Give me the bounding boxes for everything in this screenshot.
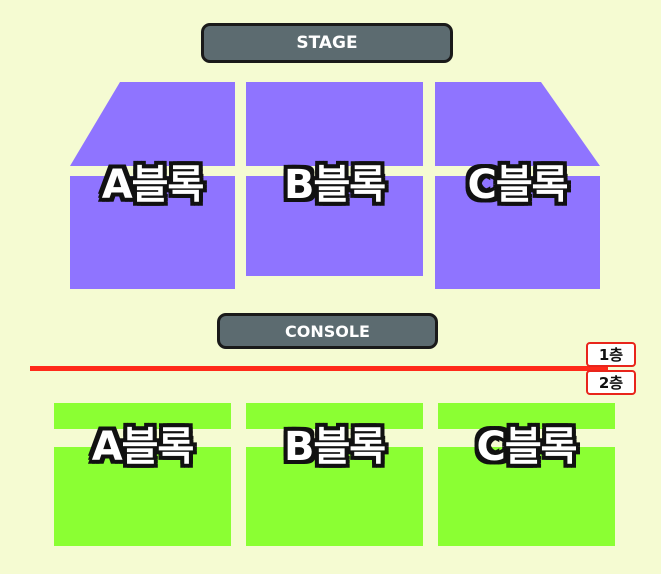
- floor2-block-c-shape: [438, 403, 615, 546]
- floor2-block-a[interactable]: A블록: [54, 403, 231, 546]
- floor-1-badge[interactable]: 1층: [586, 342, 636, 367]
- console-label: CONSOLE: [217, 313, 438, 349]
- floor1-block-b[interactable]: B블록: [246, 82, 423, 276]
- floor1-block-a[interactable]: A블록: [70, 82, 235, 289]
- floor2-block-c[interactable]: C블록: [438, 403, 615, 546]
- floor1-block-c[interactable]: C블록: [435, 82, 600, 289]
- floor2-block-b-shape: [246, 403, 423, 546]
- floor-2-badge[interactable]: 2층: [586, 370, 636, 395]
- floor1-block-b-shape: [246, 82, 423, 276]
- floor2-block-b[interactable]: B블록: [246, 403, 423, 546]
- floor2-block-a-shape: [54, 403, 231, 546]
- stage-label: STAGE: [201, 23, 453, 63]
- floor-divider-line: [30, 366, 608, 371]
- floor1-block-c-shape: [435, 82, 600, 289]
- floor1-block-a-shape: [70, 82, 235, 289]
